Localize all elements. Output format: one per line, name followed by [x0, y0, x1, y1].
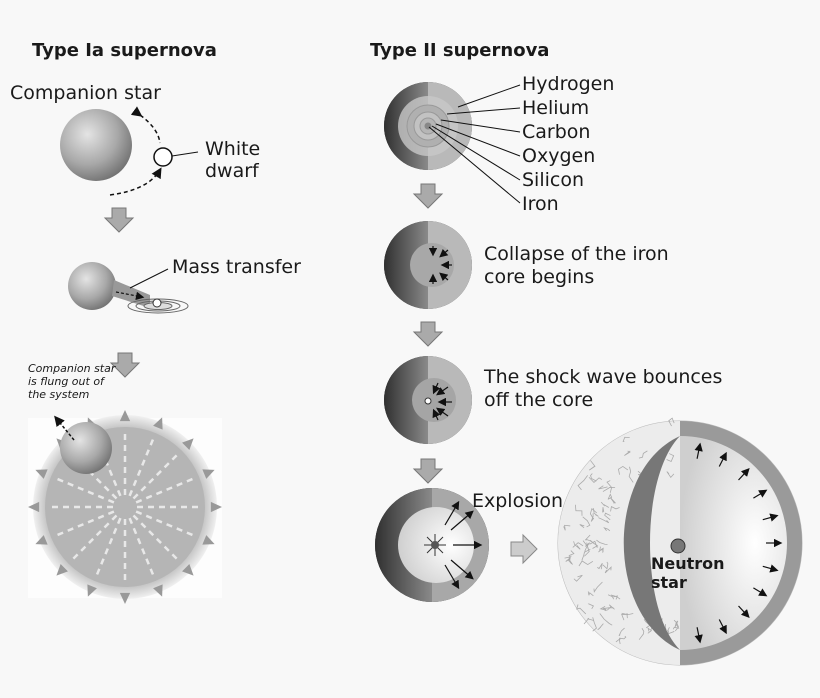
- flung-out-label: Companion star is flung out of the syste…: [28, 362, 116, 401]
- shock-bounce-star: [384, 356, 472, 444]
- down-arrow-5: [412, 458, 444, 484]
- flung-companion: [60, 422, 112, 474]
- neutron-star-remnant: [557, 417, 803, 666]
- shock-label: The shock wave bounces off the core: [484, 366, 723, 411]
- layered-star: [384, 82, 472, 170]
- white-dwarf-label: White dwarf: [205, 138, 261, 182]
- companion-star-sphere: [60, 109, 132, 181]
- mass-transfer-binary: [68, 262, 189, 314]
- type-ia-title: Type Ia supernova: [32, 40, 217, 61]
- layer-hydrogen: Hydrogen: [522, 73, 615, 95]
- companion-star-label: Companion star: [10, 82, 161, 104]
- exploding-star: [375, 488, 489, 602]
- explosion-label: Explosion: [472, 490, 564, 512]
- right-arrow: [510, 533, 538, 565]
- layer-silicon: Silicon: [522, 169, 585, 191]
- type-ii-title: Type II supernova: [370, 40, 550, 61]
- down-arrow-3: [412, 183, 444, 209]
- collapse-star: [384, 221, 472, 309]
- down-arrow-1: [103, 207, 135, 233]
- layer-oxygen: Oxygen: [522, 145, 596, 167]
- layer-helium: Helium: [522, 97, 590, 119]
- down-arrow-4: [412, 321, 444, 347]
- type-ia-explosion: [28, 410, 222, 604]
- mass-transfer-label: Mass transfer: [172, 256, 301, 278]
- layer-iron: Iron: [522, 193, 559, 215]
- layer-carbon: Carbon: [522, 121, 591, 143]
- orbit-arrow-top: [130, 106, 161, 144]
- down-arrow-2: [109, 352, 141, 378]
- collapse-label: Collapse of the iron core begins: [484, 243, 669, 288]
- layer-leader-lines: [428, 84, 521, 204]
- white-dwarf: [153, 147, 199, 167]
- neutron-star-label: Neutron star: [651, 554, 725, 592]
